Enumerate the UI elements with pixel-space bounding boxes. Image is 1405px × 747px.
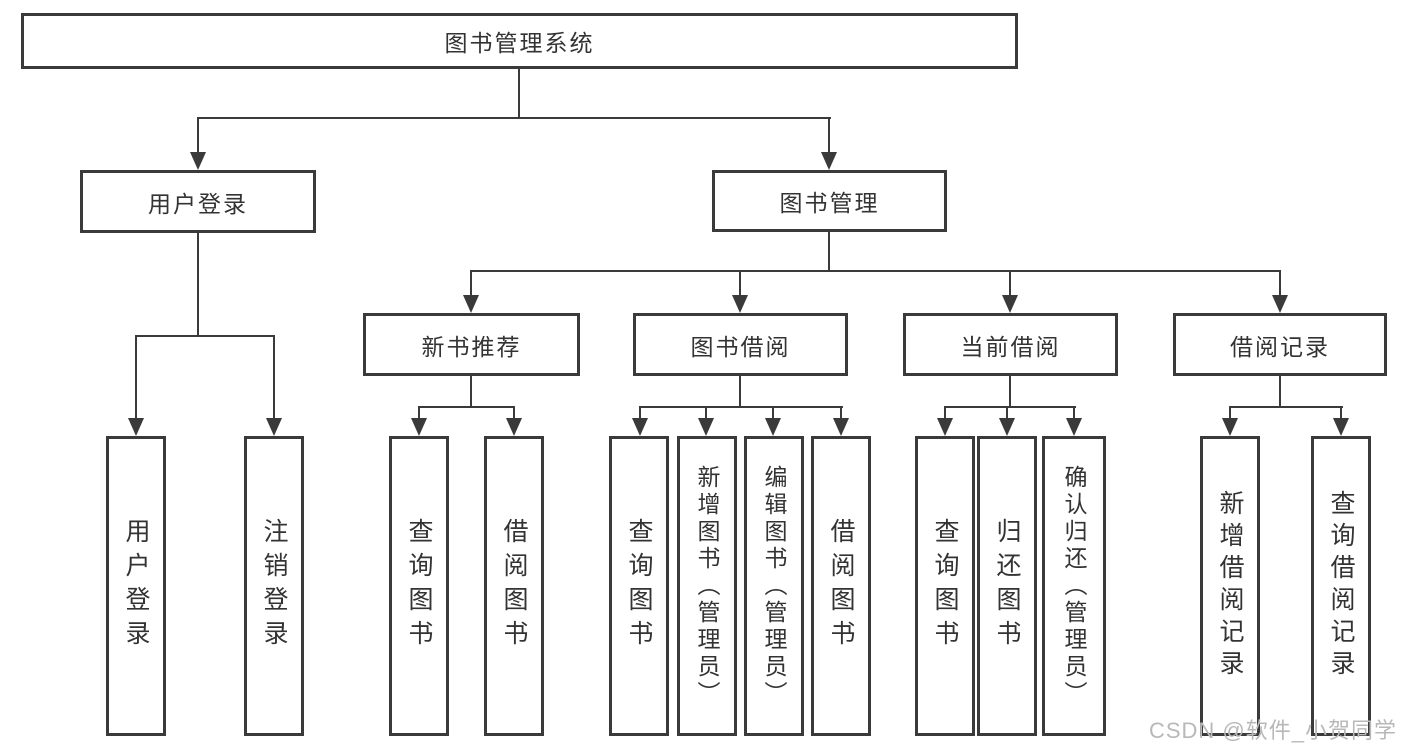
- arrowhead: [1066, 418, 1082, 436]
- connector-line: [1229, 406, 1231, 420]
- node-current-borrow: 当前借阅: [903, 313, 1118, 376]
- connector-line: [739, 270, 741, 297]
- node-borrow-records: 借阅记录: [1173, 313, 1387, 376]
- leaf-borrow-edit: 编辑图书（管理员）: [744, 436, 804, 736]
- connector-line: [705, 406, 707, 420]
- connector-line: [197, 117, 199, 154]
- leaf-records-add: 新增借阅记录: [1200, 436, 1260, 736]
- connector-line: [273, 335, 275, 418]
- leaf-current-return: 归还图书: [977, 436, 1037, 736]
- connector-line: [197, 117, 831, 119]
- arrowhead: [698, 418, 714, 436]
- connector-line: [1229, 406, 1343, 408]
- connector-line: [135, 335, 275, 337]
- connector-line: [518, 69, 520, 117]
- arrowhead: [190, 152, 206, 170]
- connector-line: [470, 270, 472, 297]
- connector-line: [1006, 406, 1008, 420]
- node-new-book-recommend: 新书推荐: [363, 313, 580, 376]
- connector-line: [1073, 406, 1075, 420]
- node-book-management: 图书管理: [712, 170, 947, 232]
- leaf-current-query: 查询图书: [915, 436, 975, 736]
- arrowhead: [632, 418, 648, 436]
- leaf-newbook-query: 查询图书: [389, 436, 449, 736]
- connector-line: [739, 376, 741, 406]
- arrowhead: [937, 418, 953, 436]
- connector-line: [513, 406, 515, 420]
- connector-line: [470, 270, 1281, 272]
- connector-line: [639, 406, 843, 408]
- connector-line: [418, 406, 515, 408]
- node-user-login: 用户登录: [80, 170, 316, 233]
- connector-line: [639, 406, 641, 420]
- connector-line: [470, 376, 472, 406]
- leaf-user-login: 用户登录: [106, 436, 166, 736]
- arrowhead: [833, 418, 849, 436]
- connector-line: [944, 406, 946, 420]
- connector-line: [135, 335, 137, 418]
- arrowhead: [765, 418, 781, 436]
- connector-line: [840, 406, 842, 420]
- connector-line: [828, 117, 830, 154]
- connector-line: [1009, 270, 1011, 297]
- arrowhead: [1002, 295, 1018, 313]
- arrowhead: [1222, 418, 1238, 436]
- connector-line: [197, 233, 199, 335]
- arrowhead: [1333, 418, 1349, 436]
- arrowhead: [266, 418, 282, 436]
- leaf-current-confirm: 确认归还（管理员）: [1042, 436, 1106, 736]
- arrowhead: [999, 418, 1015, 436]
- leaf-borrow-query: 查询图书: [609, 436, 669, 736]
- node-root: 图书管理系统: [21, 13, 1018, 69]
- connector-line: [772, 406, 774, 420]
- arrowhead: [128, 418, 144, 436]
- arrowhead: [732, 295, 748, 313]
- arrowhead: [1272, 295, 1288, 313]
- arrowhead: [506, 418, 522, 436]
- arrowhead: [463, 295, 479, 313]
- node-book-borrow: 图书借阅: [633, 313, 848, 376]
- connector-line: [828, 232, 830, 270]
- connector-line: [1009, 376, 1011, 406]
- arrowhead: [411, 418, 427, 436]
- leaf-logout: 注销登录: [244, 436, 304, 736]
- connector-line: [1340, 406, 1342, 420]
- connector-line: [418, 406, 420, 420]
- connector-line: [1279, 270, 1281, 297]
- leaf-borrow-borrow: 借阅图书: [811, 436, 871, 736]
- watermark: CSDN @软件_小贺同学: [1148, 718, 1397, 743]
- leaf-borrow-add: 新增图书（管理员）: [677, 436, 737, 736]
- leaf-newbook-borrow: 借阅图书: [484, 436, 544, 736]
- arrowhead: [821, 152, 837, 170]
- connector-line: [1279, 376, 1281, 406]
- connector-line: [944, 406, 1076, 408]
- leaf-records-query: 查询借阅记录: [1311, 436, 1371, 736]
